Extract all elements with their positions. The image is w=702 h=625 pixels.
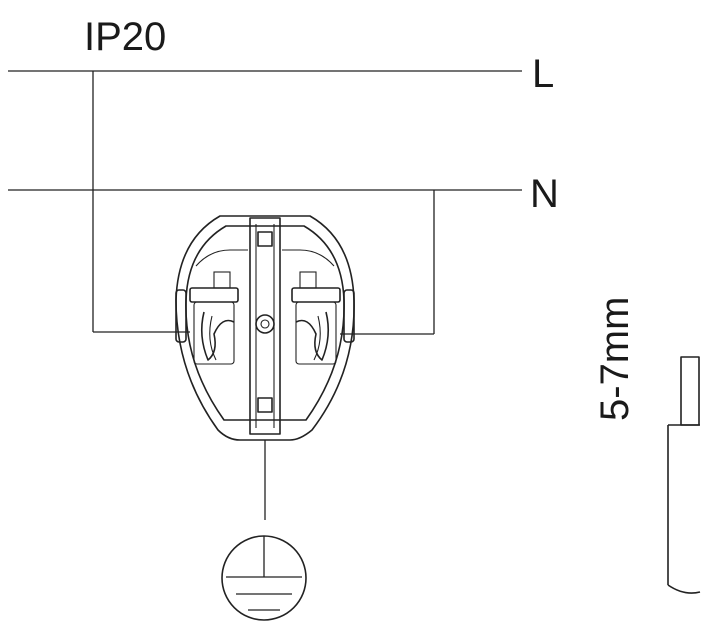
line-wire (8, 70, 522, 333)
socket-insert (175, 215, 355, 441)
neutral-label: N (530, 172, 559, 216)
ground-icon (221, 535, 307, 621)
strip-length-label: 5-7mm (593, 297, 637, 421)
line-label: L (532, 52, 554, 96)
neutral-wire (8, 189, 522, 335)
stripped-wire-icon (667, 356, 701, 594)
ip-rating-label: IP20 (84, 15, 166, 59)
